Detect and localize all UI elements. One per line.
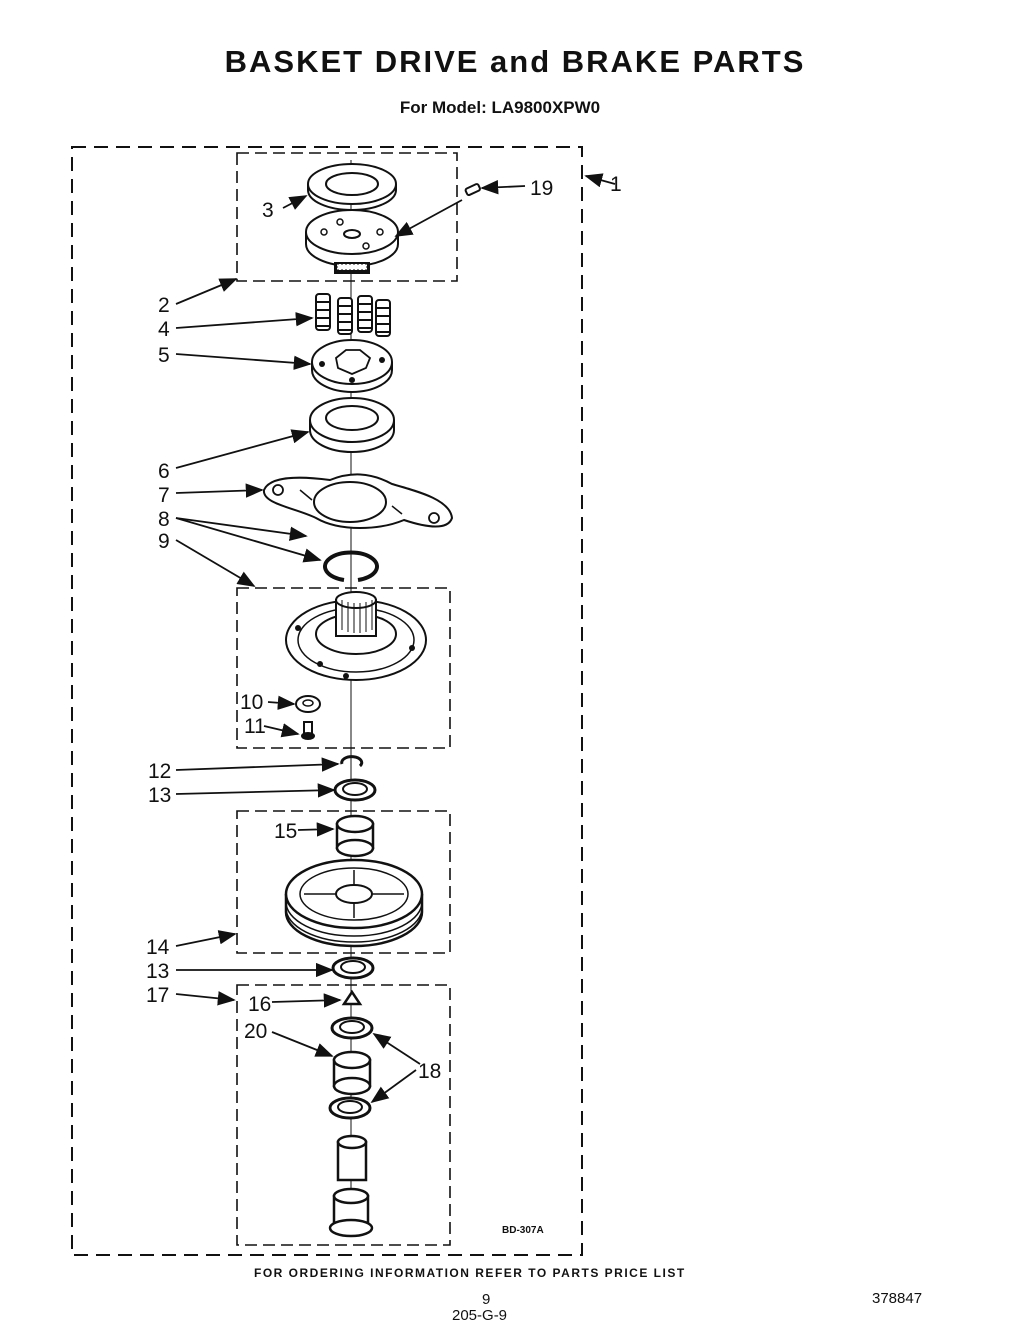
part-6-ring	[309, 397, 395, 453]
part-4-springs	[315, 293, 391, 337]
callout-4: 4	[158, 318, 170, 341]
callout-9: 9	[158, 530, 170, 553]
callout-16: 16	[248, 993, 271, 1016]
part-16-cone	[341, 989, 363, 1006]
drive-shaft-lower	[328, 1187, 374, 1238]
callout-19: 19	[530, 177, 553, 200]
page-number: 9	[482, 1291, 491, 1308]
callout-5: 5	[158, 344, 170, 367]
part-9-hub	[285, 591, 427, 681]
model-subtitle: For Model: LA9800XPW0	[399, 98, 601, 117]
part-5-plate	[311, 339, 393, 393]
page-title: BASKET DRIVE and BRAKE PARTS	[224, 44, 806, 79]
callout-labels: 1 19 3 2 4 5 6 7 8 9 10 11 12 13 15 14 1…	[146, 173, 622, 1083]
callout-18: 18	[418, 1060, 441, 1083]
drive-shaft-upper	[336, 1134, 368, 1182]
part-14-pulley	[284, 858, 424, 948]
callout-8: 8	[158, 508, 170, 531]
callout-13-upper: 13	[148, 784, 171, 807]
figure-code: BD-307A	[502, 1225, 544, 1236]
assembly-frame	[71, 146, 583, 1256]
subassembly-box-17	[236, 984, 451, 1246]
part-18-seal-lower	[328, 1096, 372, 1120]
callout-6: 6	[158, 460, 170, 483]
callout-11: 11	[244, 715, 266, 738]
part-2-clutch-plate	[305, 209, 399, 274]
page-code: 205-G-9	[452, 1307, 508, 1324]
document-number: 378847	[872, 1290, 923, 1307]
part-7-cam-plate	[263, 473, 454, 529]
ordering-footer: FOR ORDERING INFORMATION REFER TO PARTS …	[254, 1266, 686, 1280]
subassembly-box-2	[236, 152, 458, 282]
part-3-washer	[307, 163, 397, 211]
callout-15: 15	[274, 820, 297, 843]
subassembly-box-14	[236, 810, 451, 954]
callout-13-lower: 13	[146, 960, 169, 983]
part-19-pin	[464, 183, 481, 197]
callout-7: 7	[158, 484, 170, 507]
callout-12: 12	[148, 760, 171, 783]
part-15-bushing	[335, 814, 375, 858]
part-11-bolt	[301, 721, 315, 740]
callout-1: 1	[610, 173, 622, 196]
callout-20: 20	[244, 1020, 267, 1043]
part-20-sleeve	[332, 1050, 372, 1096]
callout-2: 2	[158, 294, 170, 317]
leader-lines	[175, 173, 616, 1104]
callout-14: 14	[146, 936, 170, 959]
part-8-snap-ring	[323, 550, 379, 582]
part-18-seal-upper	[330, 1016, 374, 1040]
part-12-ring	[340, 755, 364, 768]
callout-10: 10	[240, 691, 263, 714]
part-13-bearing-lower	[331, 956, 375, 980]
part-10-nut	[295, 695, 321, 713]
part-13-bearing-upper	[333, 778, 377, 802]
callout-17: 17	[146, 984, 169, 1007]
subassembly-box-9	[236, 587, 451, 749]
callout-3: 3	[262, 199, 274, 222]
